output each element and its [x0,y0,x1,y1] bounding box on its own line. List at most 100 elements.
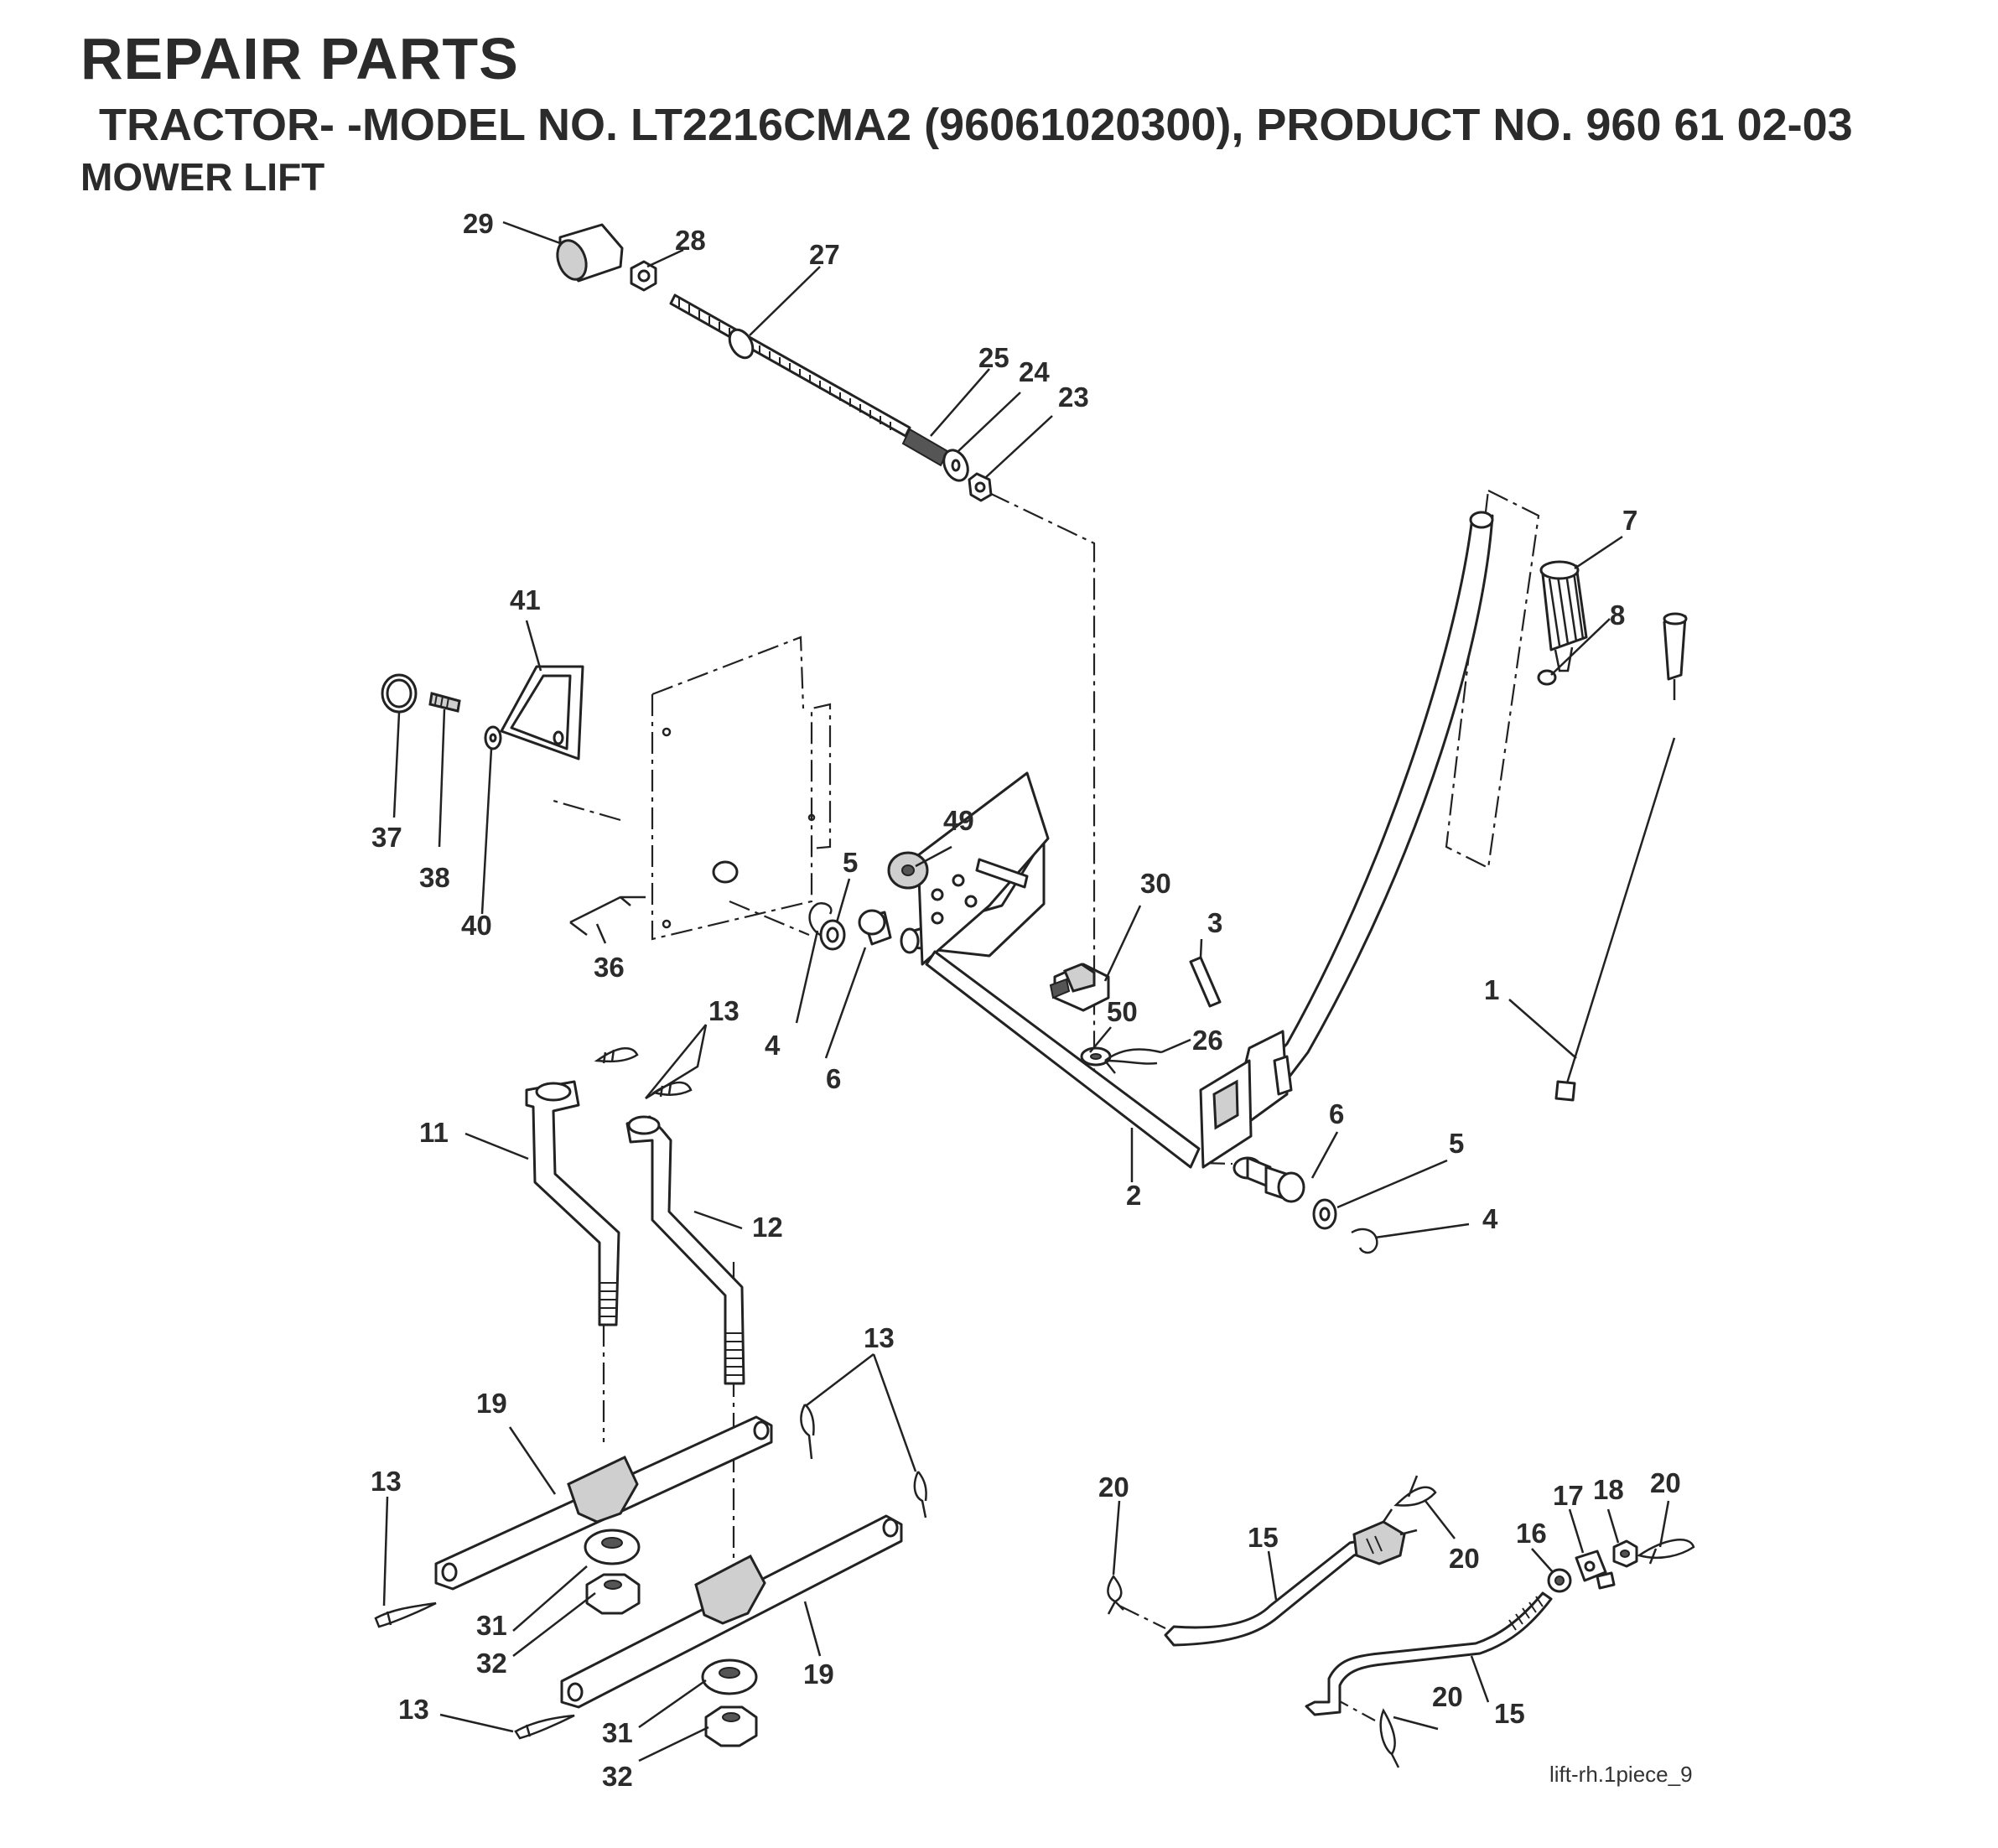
callout-37: 37 [371,822,402,853]
part-20-clip-upper [1393,1475,1437,1507]
part-1-rod [1554,612,1688,1102]
part-3-pin [1189,956,1222,1008]
part-5-washer-right [1312,1198,1337,1230]
part-11-link [525,1080,620,1326]
callout-19-lower: 19 [803,1659,834,1690]
callout-4-right: 4 [1482,1203,1498,1234]
part-29-knob [556,223,624,283]
part-4-clip-left [808,902,833,937]
model-subtitle: TRACTOR- -MODEL NO. LT2216CMA2 (96061020… [99,100,1853,150]
callout-31-lower: 31 [602,1717,633,1748]
part-18-nut [1612,1539,1638,1568]
part-19-lever-upper [434,1415,773,1591]
part-20-clip-far-left [1107,1574,1124,1615]
callout-50: 50 [1107,996,1138,1027]
part-13-hairpin-left-lower [514,1714,575,1740]
part-30-trunnion [1049,963,1110,1012]
callout-3: 3 [1207,907,1222,938]
callout-20-right: 20 [1650,1467,1681,1498]
callout-13-top: 13 [708,995,740,1026]
callout-labels: 29 28 27 25 24 23 7 8 41 37 38 40 49 5 3… [371,208,1681,1792]
callout-17: 17 [1553,1480,1584,1511]
callout-1: 1 [1484,974,1499,1005]
callout-26: 26 [1192,1025,1223,1056]
part-13-hairpins-right [800,1404,927,1518]
callout-13-left-upper: 13 [371,1466,402,1497]
frame-pivot-pin [712,860,739,884]
part-17-block [1575,1550,1616,1590]
part-38-bolt [428,692,461,713]
section-title: MOWER LIFT [80,155,325,199]
callout-31-upper: 31 [476,1610,507,1641]
part-2-lift-shaft [900,771,1201,1169]
callout-13-right: 13 [864,1322,895,1353]
callout-7: 7 [1622,505,1637,536]
part-4-clip-right [1351,1228,1378,1254]
callout-29: 29 [463,208,494,239]
part-26-hairpin [1104,1048,1162,1074]
dash-41-plate [553,799,621,822]
callout-25: 25 [978,342,1009,373]
callout-20-bottom: 20 [1432,1681,1463,1712]
callout-28: 28 [675,225,706,256]
callout-5-left: 5 [843,847,858,878]
part-15-rod-upper [1164,1508,1418,1647]
callout-15-lower: 15 [1494,1698,1525,1729]
part-13-hairpins-top [594,1047,693,1098]
callout-18: 18 [1593,1474,1624,1505]
callout-15-upper: 15 [1248,1522,1279,1553]
lift-handle [1199,511,1494,1189]
callout-5-right: 5 [1449,1128,1464,1159]
part-16-washer [1547,1568,1572,1593]
callout-23: 23 [1058,382,1089,413]
callout-24: 24 [1019,356,1050,387]
callout-30: 30 [1140,868,1171,899]
callout-41: 41 [510,584,541,615]
callout-20-upper: 20 [1449,1543,1480,1574]
part-25-spring [901,428,949,467]
callout-49: 49 [943,805,974,836]
part-6-bushing-right [1264,1165,1305,1203]
callout-38: 38 [419,862,450,893]
leader-lines [382,221,1670,1762]
part-40-washer [484,725,502,750]
part-15-rod-lower [1305,1591,1553,1716]
part-32-nut-lower [704,1705,758,1747]
part-49-bushing [887,851,929,890]
part-6-bushing-left [858,909,892,946]
figure-caption: lift-rh.1piece_9 [1549,1762,1693,1787]
part-28-nut [630,260,657,292]
part-23-nut [968,472,993,502]
callout-20-far-left: 20 [1098,1472,1129,1503]
dash-plate-4 [729,900,810,937]
part-7-grip [1539,560,1588,672]
callout-11: 11 [419,1117,449,1148]
part-20-clip-bottom [1379,1708,1400,1768]
part-31-spacer-lower [701,1659,758,1695]
callout-4-left: 4 [765,1030,781,1061]
callout-6-right: 6 [1329,1098,1344,1129]
part-24-washer [942,449,969,482]
part-41-bracket [500,665,584,760]
part-27-threaded-rod [669,293,911,438]
callout-2: 2 [1126,1180,1141,1211]
part-12-link [625,1115,745,1385]
callout-8: 8 [1610,600,1625,631]
callout-36: 36 [594,952,625,983]
callout-12: 12 [752,1212,783,1243]
callout-13-left-lower: 13 [398,1694,429,1725]
part-19-lever-lower [560,1514,903,1709]
part-36-spring [569,895,646,936]
callout-40: 40 [461,910,492,941]
part-37-cap [381,673,418,714]
part-50-washer [1080,1046,1112,1067]
callout-16: 16 [1516,1518,1547,1549]
callout-32-lower: 32 [602,1761,633,1792]
dash-handle-grip [1445,489,1540,869]
frame-outline [651,636,832,941]
dash-23-to-30 [989,492,1096,1082]
part-20-clip-right [1637,1539,1695,1565]
part-32-nut-upper [585,1573,641,1615]
callout-32-upper: 32 [476,1648,507,1679]
